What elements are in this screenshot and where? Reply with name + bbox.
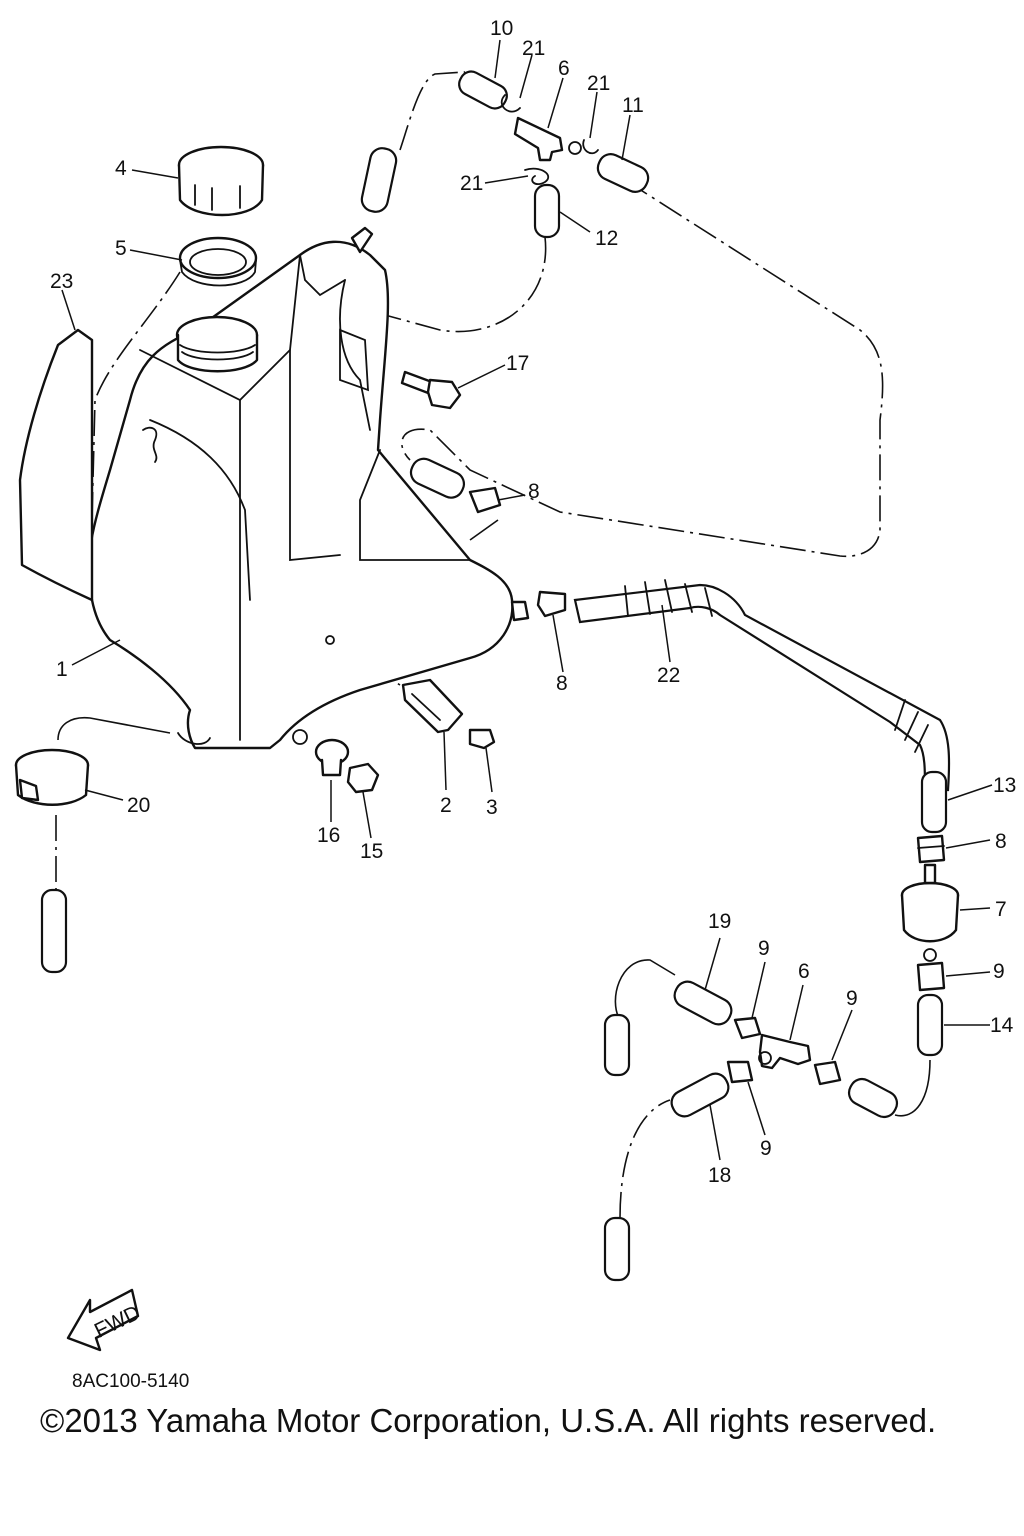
callout-9: 9 bbox=[993, 960, 1005, 983]
callout-8: 8 bbox=[995, 830, 1007, 853]
callout-8: 8 bbox=[528, 480, 540, 503]
side-cover bbox=[18, 328, 94, 602]
callout-23: 23 bbox=[50, 270, 73, 293]
callout-22: 22 bbox=[657, 664, 680, 687]
damper bbox=[314, 738, 350, 777]
callout-18: 18 bbox=[708, 1164, 731, 1187]
callout-10: 10 bbox=[490, 17, 513, 40]
callout-9: 9 bbox=[846, 987, 858, 1010]
forward-arrow-icon: FWD bbox=[66, 1288, 144, 1352]
callout-21: 21 bbox=[587, 72, 610, 95]
callout-17: 17 bbox=[506, 352, 529, 375]
vent-hose-mid bbox=[409, 457, 502, 514]
callout-15: 15 bbox=[360, 840, 383, 863]
diagram-part-code: 8AC100-5140 bbox=[72, 1371, 190, 1392]
callout-9: 9 bbox=[760, 1137, 772, 1160]
filler-gasket bbox=[178, 236, 258, 287]
fuel-filter bbox=[900, 834, 960, 1057]
callout-7: 7 bbox=[995, 898, 1007, 921]
mounting-bolt bbox=[400, 370, 462, 410]
callout-5: 5 bbox=[115, 237, 127, 260]
bracket bbox=[401, 678, 464, 734]
callout-9: 9 bbox=[758, 937, 770, 960]
callout-leaders bbox=[61, 39, 993, 1161]
callout-8: 8 bbox=[556, 672, 568, 695]
strap-band bbox=[14, 748, 90, 806]
callout-6: 6 bbox=[798, 960, 810, 983]
fuel-tank bbox=[87, 226, 530, 750]
tee-joint-top bbox=[513, 116, 582, 162]
hose-clips-21 bbox=[500, 94, 599, 186]
callout-14: 14 bbox=[990, 1014, 1014, 1037]
hose-13 bbox=[920, 770, 948, 834]
callout-2: 2 bbox=[440, 794, 452, 817]
callout-19: 19 bbox=[708, 910, 731, 933]
callout-6: 6 bbox=[558, 57, 570, 80]
callout-3: 3 bbox=[486, 796, 498, 819]
lower-tee-assembly bbox=[603, 980, 899, 1282]
callout-4: 4 bbox=[115, 157, 127, 180]
callout-21: 21 bbox=[522, 37, 545, 60]
screw bbox=[468, 728, 496, 750]
callout-13: 13 bbox=[993, 774, 1016, 797]
callout-16: 16 bbox=[317, 824, 340, 847]
callout-20: 20 bbox=[127, 794, 150, 817]
callout-21: 21 bbox=[460, 172, 483, 195]
callout-11: 11 bbox=[622, 94, 644, 117]
callout-1: 1 bbox=[56, 658, 68, 681]
callout-labels: 10 21 6 21 11 4 21 12 5 23 17 8 1 8 22 2… bbox=[50, 17, 1016, 1187]
collar bbox=[346, 762, 380, 794]
copyright-notice: ©2013 Yamaha Motor Corporation, U.S.A. A… bbox=[40, 1402, 937, 1439]
callout-12: 12 bbox=[595, 227, 618, 250]
breather-hoses bbox=[360, 70, 650, 239]
drain-hose bbox=[40, 888, 68, 974]
fuel-hose-main bbox=[536, 579, 951, 792]
fuel-cap bbox=[177, 145, 265, 217]
